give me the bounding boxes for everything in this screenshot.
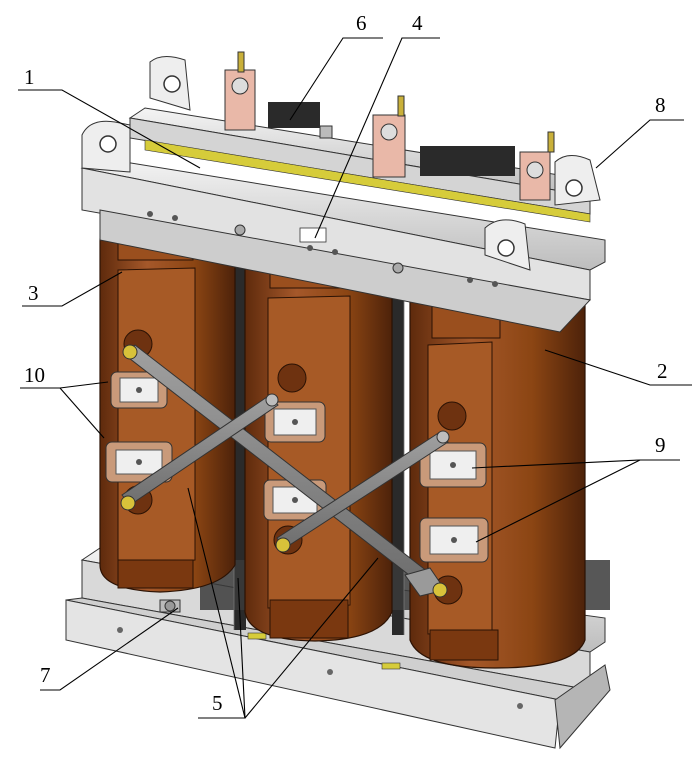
terminal-plate-right-upper (419, 442, 487, 488)
callout-labels: 1 2 3 4 5 6 7 8 9 10 (24, 11, 668, 715)
terminal-plate-right-lower (419, 517, 489, 563)
callout-4: 4 (412, 11, 423, 35)
callout-5: 5 (212, 691, 223, 715)
connection-bars (120, 344, 450, 598)
callout-10: 10 (24, 363, 45, 387)
terminal-plate-middle-upper (264, 401, 326, 443)
callout-8: 8 (655, 93, 666, 117)
grounding-bolt (159, 599, 181, 613)
hv-terminals (224, 51, 555, 201)
callout-leaders (18, 37, 692, 719)
terminal-post-3 (519, 131, 555, 201)
callout-7: 7 (40, 663, 51, 687)
callout-9: 9 (655, 433, 666, 457)
callout-3: 3 (28, 281, 39, 305)
terminal-post-2 (372, 95, 406, 178)
callout-2: 2 (657, 359, 668, 383)
callout-6: 6 (356, 11, 367, 35)
callout-1: 1 (24, 65, 35, 89)
terminal-plate-left-upper (110, 371, 168, 409)
terminal-post-1 (224, 51, 256, 131)
